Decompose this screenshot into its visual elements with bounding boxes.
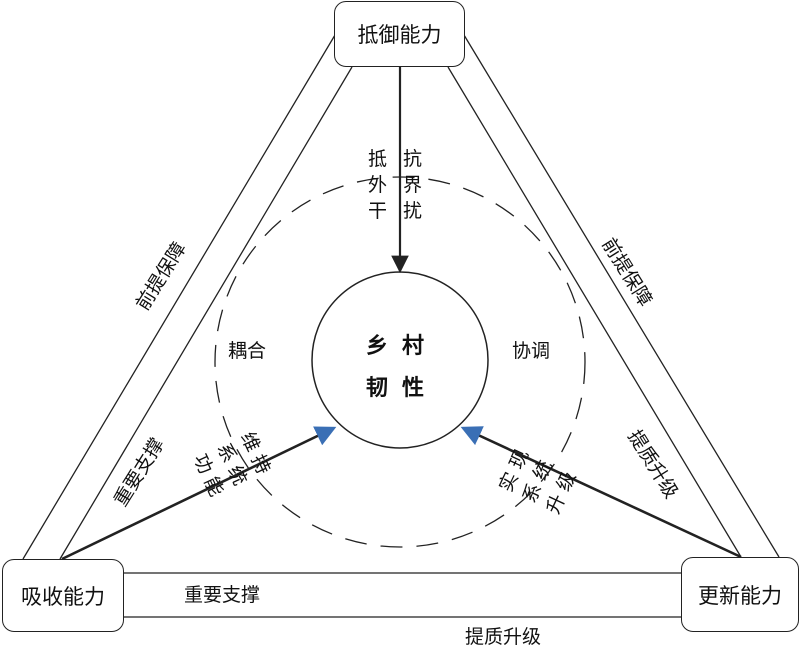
edge-label-bottom-lower: 提质升级 [465, 626, 542, 648]
right-inner-line [447, 66, 742, 558]
core-label-line1: 乡村 [366, 334, 439, 359]
left-outer-line [22, 34, 336, 560]
ring-label-left: 耦合 [228, 340, 267, 362]
right-arrow [460, 426, 742, 559]
node-label: 更新能力 [698, 583, 782, 608]
label-row: 外界 [368, 174, 439, 196]
left-arrow [61, 426, 337, 561]
label-row: 抵抗 [368, 148, 439, 170]
label-row: 干扰 [368, 200, 439, 222]
ring-label-right: 协调 [512, 340, 551, 362]
node-resistance: 抵御能力 [334, 1, 465, 67]
edge-label-bottom-upper: 重要支撑 [184, 584, 261, 606]
core-label-line2: 韧性 [366, 376, 439, 401]
node-label: 吸收能力 [21, 584, 105, 609]
right-outer-line [463, 34, 780, 558]
node-renewal: 更新能力 [681, 557, 799, 632]
core-circle [311, 271, 489, 449]
top-arrow-label: 抵抗 外界 干扰 [368, 146, 438, 224]
left-inner-line [59, 66, 353, 560]
node-label: 抵御能力 [357, 23, 442, 47]
node-absorption: 吸收能力 [2, 559, 124, 632]
